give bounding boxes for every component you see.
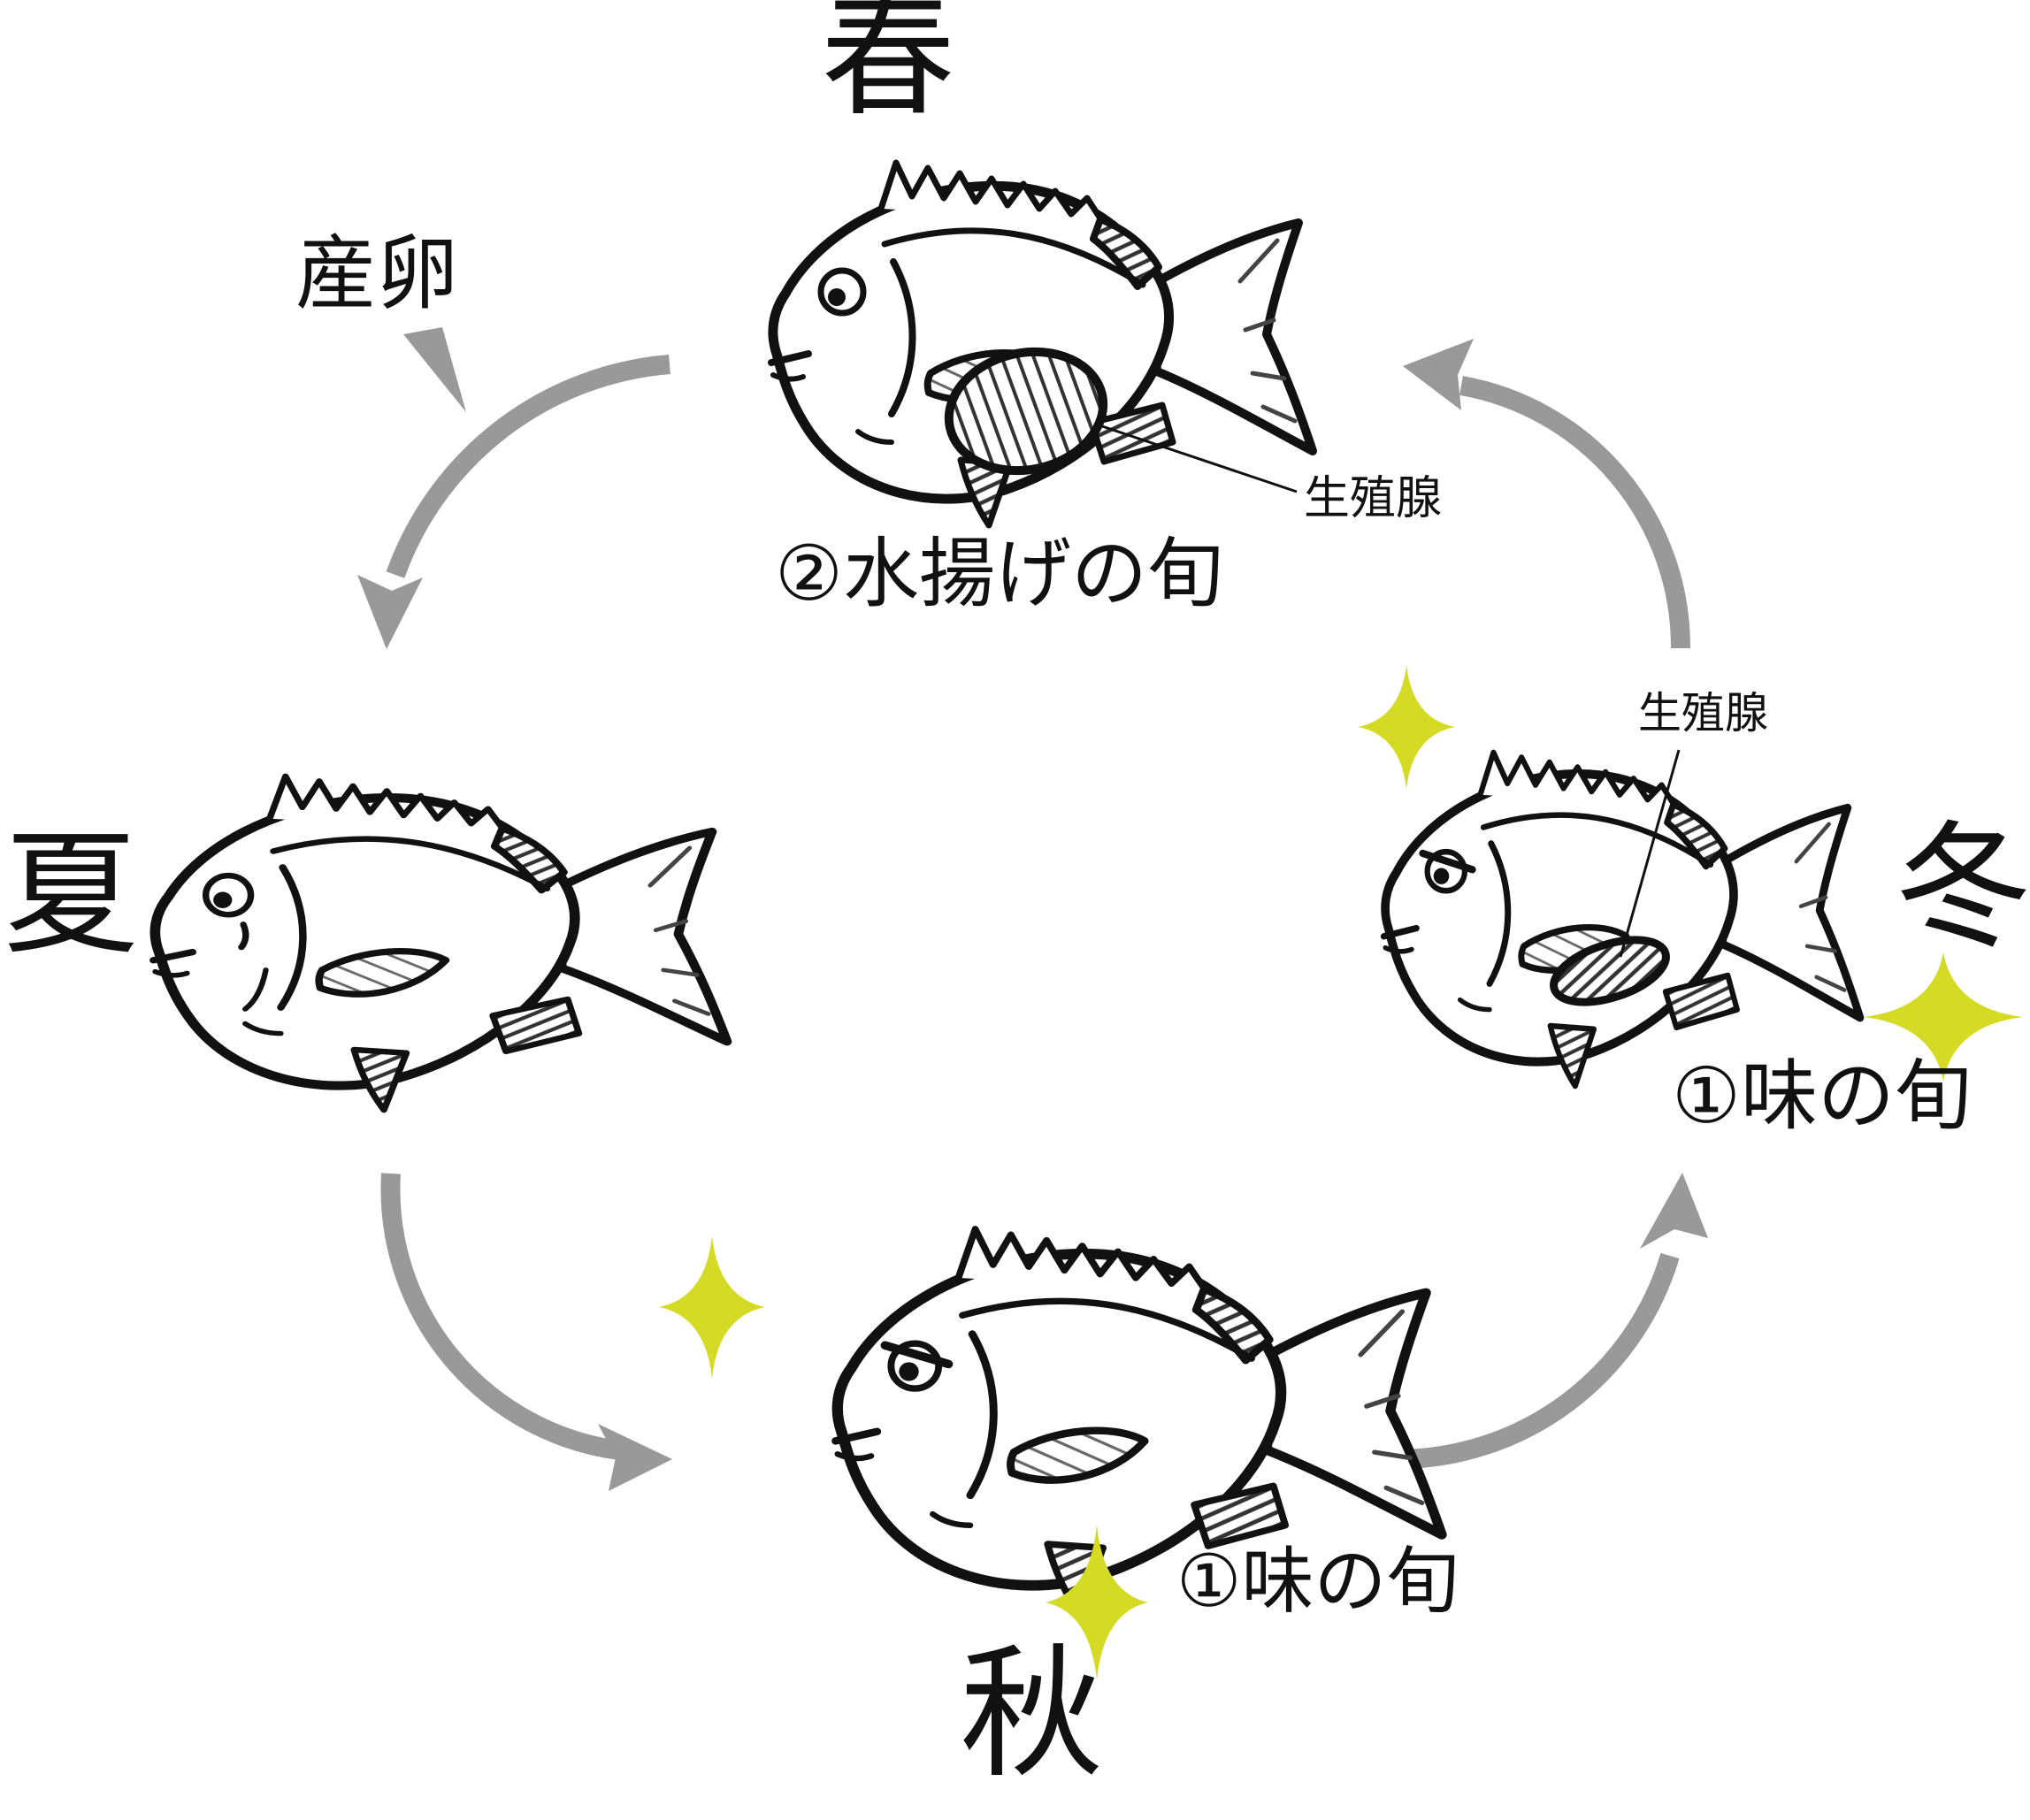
gonad-winter-shape	[1550, 936, 1670, 1006]
gonad-label-winter: 生殖腺	[1638, 688, 1769, 738]
season-label-summer: 夏	[4, 816, 140, 973]
spawning-pointer-icon	[403, 327, 466, 412]
fish-summer	[153, 776, 727, 1110]
fish-winter	[1383, 753, 1860, 1086]
sparkle-icon	[659, 1236, 765, 1378]
gonad-pointer-line-winter	[1619, 749, 1681, 958]
arrow-summer-to-autumn	[380, 1173, 672, 1491]
spring-caption: ②水揚げの旬	[775, 530, 1224, 618]
arrow-winter-to-spring	[1403, 339, 1691, 649]
season-label-winter: 冬	[1895, 807, 2030, 967]
season-label-autumn: 秋	[960, 1632, 1105, 1798]
winter-caption: ①味の旬	[1672, 1051, 1972, 1141]
arrow-spring-to-summer	[357, 355, 670, 649]
sparkle-icon	[1358, 665, 1455, 789]
gonad-spring-shape	[944, 347, 1108, 476]
arrow-autumn-to-winter	[1397, 1173, 1708, 1469]
gonad-label-spring: 生殖腺	[1304, 472, 1443, 525]
autumn-caption: ①味の旬	[1176, 1540, 1459, 1624]
fish-autumn	[836, 1229, 1442, 1614]
spawning-label: 産卵	[295, 226, 459, 321]
gonad-pointer-line-spring	[1101, 424, 1298, 493]
season-label-spring: 春	[821, 0, 957, 134]
